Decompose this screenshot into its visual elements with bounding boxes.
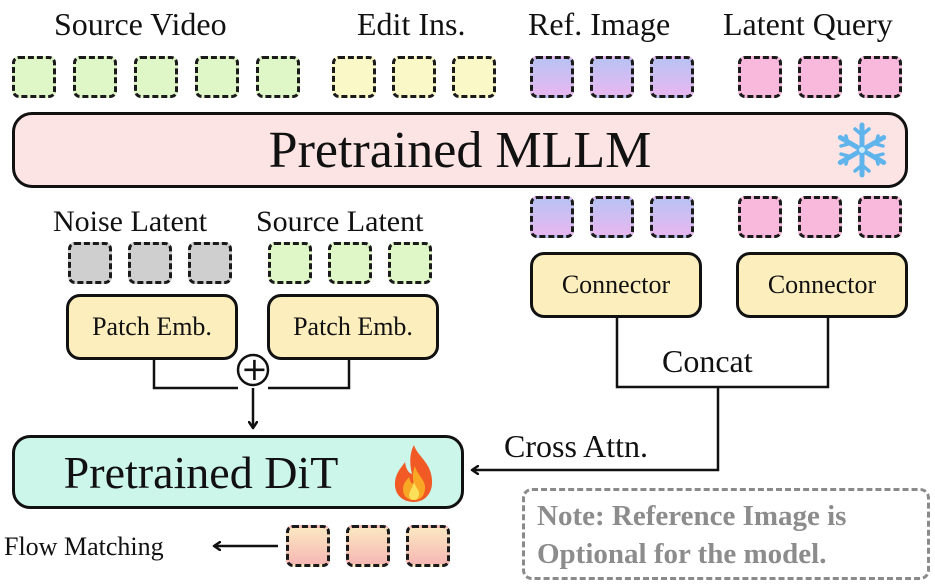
edit-ins-token	[332, 56, 376, 98]
source-video-token	[134, 56, 178, 98]
source-video-token	[73, 56, 117, 98]
connector-ref-block: Connector	[530, 252, 702, 318]
note-line-1: Note: Reference Image is	[537, 500, 847, 532]
latent-query-token	[738, 56, 782, 98]
latent-query-output-token	[798, 196, 842, 238]
noise-latent-token	[128, 242, 172, 284]
patch-emb-noise-block: Patch Emb.	[66, 294, 238, 360]
patch-emb-noise-label: Patch Emb.	[92, 312, 212, 341]
fire-icon	[394, 445, 433, 502]
plus-sign: +	[241, 350, 268, 388]
concat-line	[615, 318, 830, 389]
latent-query-label: Latent Query	[723, 6, 893, 42]
cross-attn-label: Cross Attn.	[504, 428, 649, 464]
source-video-token	[12, 56, 56, 98]
source-latent-token	[268, 242, 312, 284]
noise-latent-label: Noise Latent	[53, 205, 208, 238]
source-latent-token	[388, 242, 432, 284]
source-embed-line	[268, 360, 351, 390]
latent-query-output-token	[738, 196, 782, 238]
latent-query-output-token	[858, 196, 902, 238]
latent-query-token	[858, 56, 902, 98]
latent-query-token	[798, 56, 842, 98]
ref-image-token	[650, 56, 694, 98]
noise-latent-token	[68, 242, 112, 284]
cross-attn-arrow	[472, 387, 720, 470]
ref-image-label: Ref. Image	[528, 6, 671, 42]
pretrained-mllm-label: Pretrained MLLM	[268, 121, 652, 179]
ref-image-token	[590, 56, 634, 98]
ref-image-token	[530, 56, 574, 98]
source-video-label: Source Video	[54, 6, 227, 42]
edit-ins-token	[452, 56, 496, 98]
connector-ref-label: Connector	[561, 270, 671, 299]
connector-query-block: Connector	[736, 252, 908, 318]
note-line-2: Optional for the model.	[537, 538, 827, 570]
noise-embed-line	[152, 360, 238, 390]
patch-emb-source-block: Patch Emb.	[267, 294, 439, 360]
patch-emb-source-label: Patch Emb.	[293, 312, 413, 341]
ref-image-output-token	[650, 196, 694, 238]
dit-output-token	[346, 525, 390, 567]
edit-ins-token	[392, 56, 436, 98]
source-latent-label: Source Latent	[256, 205, 424, 238]
snowflake-icon	[837, 122, 887, 178]
source-video-token	[256, 56, 300, 98]
noise-latent-token	[188, 242, 232, 284]
pretrained-dit-label: Pretrained DiT	[63, 446, 339, 498]
pretrained-mllm-block: Pretrained MLLM	[12, 112, 908, 188]
source-latent-token	[328, 242, 372, 284]
dit-output-token	[286, 525, 330, 567]
note-box: Note: Reference Image is Optional for th…	[522, 488, 930, 580]
edit-ins-label: Edit Ins.	[357, 6, 466, 42]
concat-label: Concat	[662, 343, 753, 379]
source-video-token	[195, 56, 239, 98]
ref-image-output-token	[590, 196, 634, 238]
ref-image-output-token	[530, 196, 574, 238]
dit-output-token	[406, 525, 450, 567]
connector-query-label: Connector	[767, 270, 877, 299]
pretrained-dit-block: Pretrained DiT	[12, 435, 464, 509]
plus-node	[236, 353, 270, 387]
flow-matching-label: Flow Matching	[4, 532, 164, 561]
